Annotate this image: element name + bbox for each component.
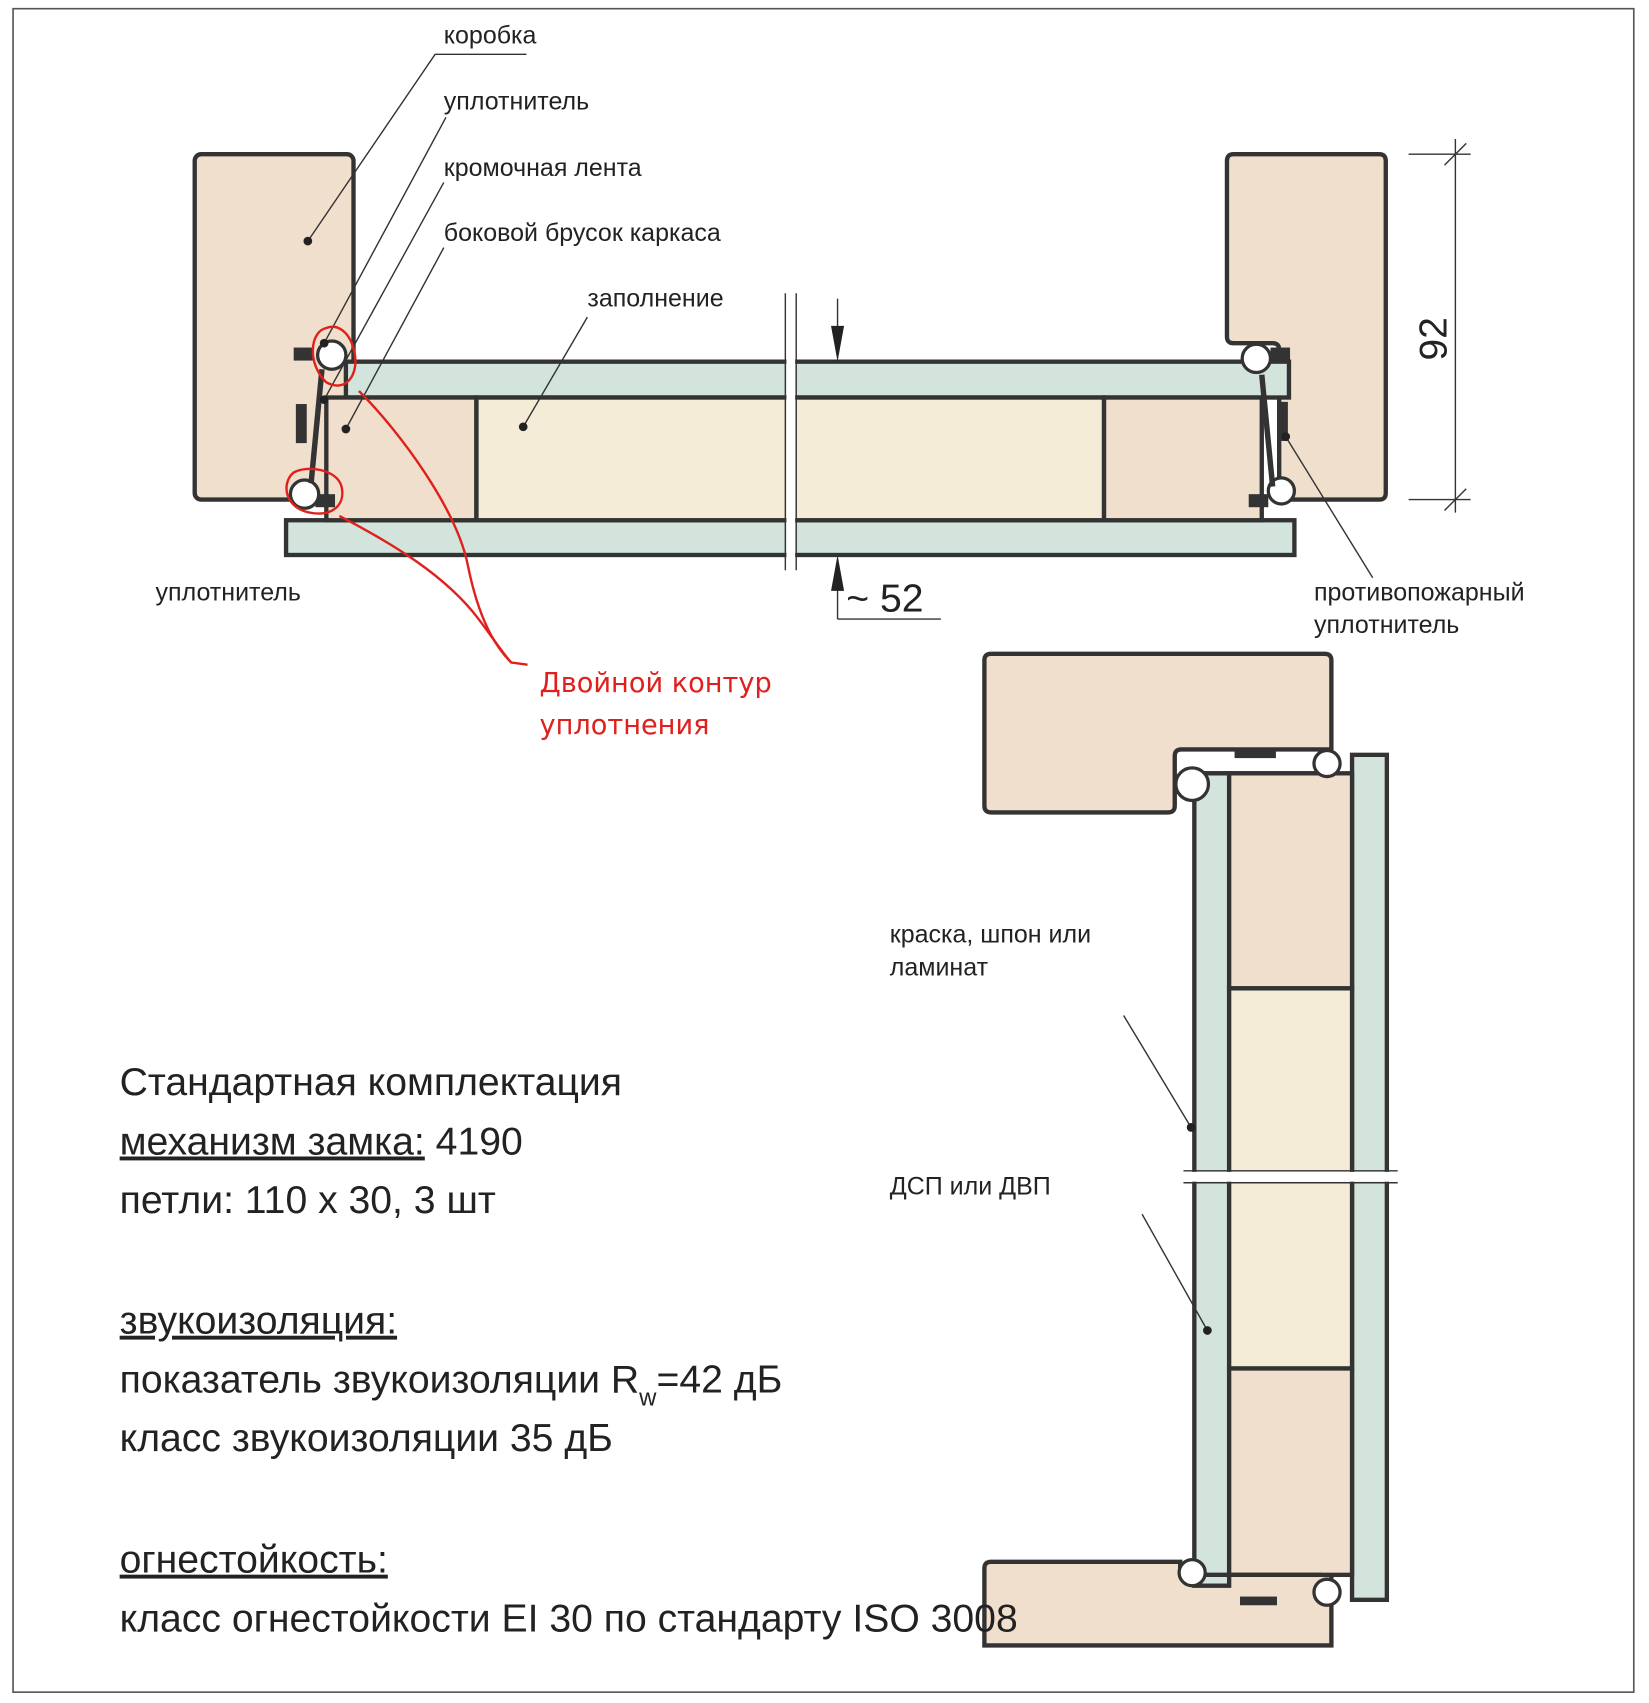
sound-class: класс звукоизоляции 35 дБ	[120, 1417, 613, 1460]
right-frame	[1224, 152, 1388, 502]
top-bar	[1226, 771, 1355, 991]
svg-text:92: 92	[1413, 317, 1456, 360]
break-gap-vertical	[1185, 1171, 1398, 1182]
dimension-frame-depth: 92	[1408, 139, 1471, 513]
label-fire-seal-1: противопожарный	[1314, 579, 1525, 607]
fire-heading: огнестойкость:	[120, 1539, 388, 1582]
specs-lock: механизм замка: 4190	[120, 1121, 523, 1164]
dimension-door-thickness: ~ 52	[831, 298, 941, 620]
annotation-line-2: уплотнения	[540, 710, 710, 741]
right-hinge-profile	[1259, 374, 1276, 487]
seal-top-right	[1312, 748, 1342, 779]
sound-heading: звукоизоляция:	[120, 1300, 397, 1343]
specs-block: Стандартная комплектация механизм замка:…	[120, 1061, 1018, 1640]
specs-hinges: петли: 110 х 30, 3 шт	[120, 1179, 496, 1222]
right-seal-top	[1240, 342, 1291, 375]
label-filling: заполнение	[587, 284, 723, 312]
label-fire-seal-2: уплотнитель	[1314, 611, 1459, 639]
left-seal-bottom	[288, 478, 336, 510]
vertical-section: краска, шпон или ламинат ДСП или ДВП	[890, 651, 1398, 1648]
label-frame: коробка	[444, 21, 537, 49]
left-hinge-profile	[308, 369, 325, 484]
door-top-panel	[343, 359, 1292, 400]
seal-bottom-right	[1312, 1577, 1342, 1607]
left-frame	[192, 152, 356, 502]
label-edge-tape: кромочная лента	[444, 154, 642, 182]
label-finish-1: краска, шпон или	[890, 921, 1091, 949]
sound-index: показатель звукоизоляции Rw=42 дБ	[120, 1358, 783, 1411]
svg-text:~ 52: ~ 52	[846, 577, 923, 620]
label-finish-2: ламинат	[890, 953, 989, 981]
label-seal-bottom: уплотнитель	[156, 579, 301, 607]
break-gap	[786, 358, 796, 560]
fire-class: класс огнестойкости EI 30 по стандарту I…	[120, 1597, 1018, 1640]
label-seal: уплотнитель	[444, 88, 589, 116]
seal-bottom-left	[1177, 1558, 1207, 1588]
top-frame	[982, 651, 1334, 815]
horizontal-section: коробка уплотнитель кромочная лента боко…	[156, 21, 1525, 741]
seal-top-left	[1174, 766, 1211, 803]
left-seal-top	[293, 339, 348, 371]
label-side-bar: боковой брусок каркаса	[444, 219, 721, 247]
annotation-line-1: Двойной контур	[540, 668, 772, 699]
left-side-bar	[324, 395, 479, 523]
double-seal-annotation: Двойной контур уплотнения	[285, 325, 772, 741]
right-side-bar	[1101, 395, 1264, 523]
bottom-bar	[1226, 1366, 1355, 1578]
label-board: ДСП или ДВП	[890, 1173, 1051, 1201]
specs-heading: Стандартная комплектация	[120, 1061, 622, 1104]
